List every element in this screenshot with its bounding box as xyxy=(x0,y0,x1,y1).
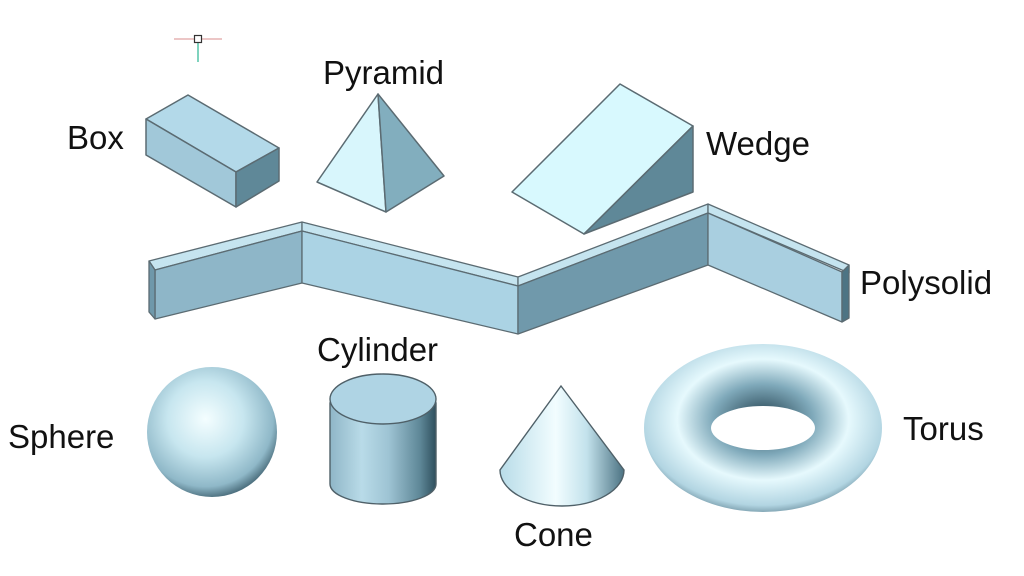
crosshair-cursor-icon xyxy=(174,34,222,62)
label-torus: Torus xyxy=(903,410,984,447)
label-polysolid: Polysolid xyxy=(860,264,993,301)
polysolid-shape[interactable] xyxy=(148,203,850,335)
sphere-shape[interactable] xyxy=(147,367,277,497)
label-cylinder: Cylinder xyxy=(317,331,439,368)
label-sphere: Sphere xyxy=(8,418,115,455)
label-box: Box xyxy=(67,119,124,156)
cylinder-shape[interactable] xyxy=(329,373,437,505)
cone-shape[interactable] xyxy=(499,384,625,507)
label-pyramid: Pyramid xyxy=(323,54,445,91)
torus-shape[interactable] xyxy=(644,344,882,512)
label-cone: Cone xyxy=(514,516,593,553)
label-wedge: Wedge xyxy=(706,125,810,162)
box-shape[interactable] xyxy=(145,94,280,208)
wedge-shape[interactable] xyxy=(511,83,694,235)
pyramid-shape[interactable] xyxy=(316,93,445,213)
